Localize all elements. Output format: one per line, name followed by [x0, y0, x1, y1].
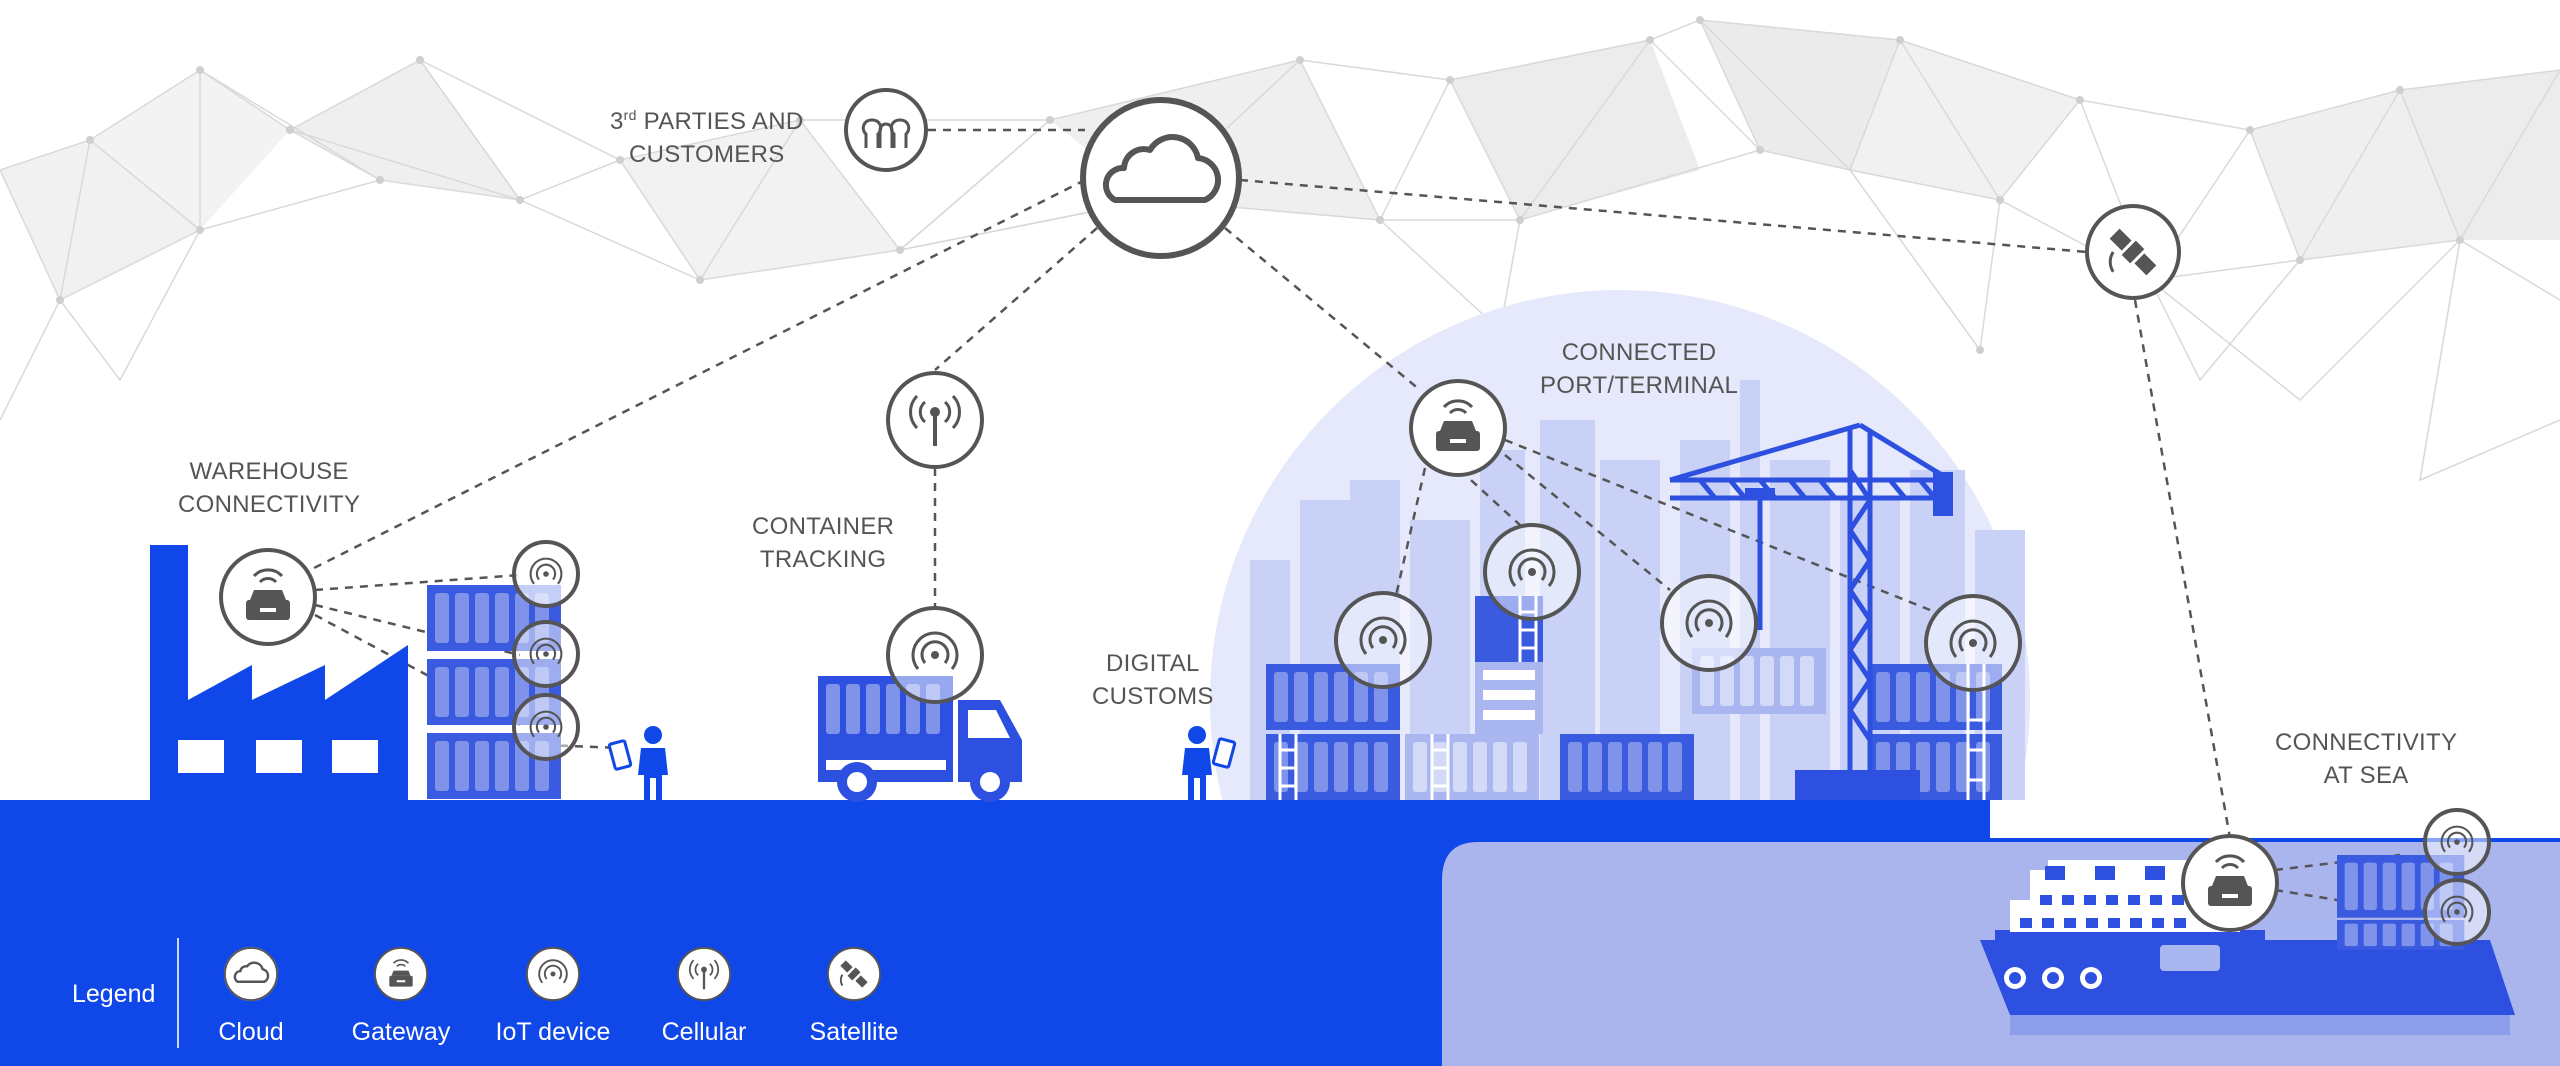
- iot-device-icon: [525, 946, 581, 1002]
- legend-label: Satellite: [809, 1018, 899, 1046]
- warehouse-worker: [607, 726, 668, 800]
- legend-label: IoT device: [495, 1018, 611, 1046]
- container-tracking-label: CONTAINER TRACKING: [752, 513, 895, 573]
- warehouse-container-stack: [427, 585, 561, 799]
- satellite-icon: [2108, 228, 2157, 276]
- cellular-icon: [676, 946, 732, 1002]
- satellite-node: [2085, 204, 2181, 300]
- cloud-node: [1080, 97, 1242, 259]
- legend-label: Cloud: [218, 1018, 284, 1046]
- customs-officer: [1182, 726, 1237, 800]
- third-parties-node: [844, 88, 928, 172]
- cargo-ship: [1980, 855, 2515, 1035]
- crane-counterweight: [1933, 472, 1953, 516]
- legend-label: Gateway: [351, 1018, 451, 1046]
- cellular-node: [886, 371, 984, 469]
- legend-item-satellite: Satellite: [784, 945, 924, 1047]
- legend-label: Cellular: [661, 1018, 747, 1046]
- ship-gateway-node: [2181, 834, 2279, 932]
- connected-port-label: CONNECTED PORT/TERMINAL: [1540, 339, 1739, 399]
- port-gateway-node: [1409, 379, 1507, 477]
- port-crane: [1669, 422, 1952, 770]
- legend-item-gateway: Gateway: [331, 945, 471, 1047]
- warehouse-gateway-node: [219, 548, 317, 646]
- connection-lines: [309, 128, 2401, 912]
- cloud-icon: [1102, 134, 1221, 203]
- connectivity-at-sea-label: CONNECTIVITY AT SEA: [2275, 729, 2458, 789]
- cloud-icon: [223, 946, 279, 1002]
- legend-divider: [177, 938, 179, 1048]
- legend-title: Legend: [72, 980, 156, 1008]
- crane-trolley: [1745, 488, 1775, 500]
- people-icon: [861, 118, 911, 148]
- warehouse-connectivity-label: WAREHOUSE CONNECTIVITY: [178, 458, 361, 518]
- legend-item-cellular: Cellular: [634, 945, 774, 1047]
- mesh-nodes: [56, 16, 2464, 354]
- crane-base: [1795, 770, 1920, 800]
- third-parties-label: 3rd PARTIES AND CUSTOMERS: [610, 107, 804, 168]
- satellite-icon: [826, 946, 882, 1002]
- iot-devices: [512, 523, 2491, 946]
- digital-customs-label: DIGITAL CUSTOMS: [1092, 650, 1214, 710]
- factory-building: [150, 545, 408, 800]
- legend-item-cloud: Cloud: [181, 945, 321, 1047]
- legend-item-iot-device: IoT device: [483, 945, 623, 1047]
- gateway-icon: [373, 946, 429, 1002]
- factory-windows: [178, 740, 378, 773]
